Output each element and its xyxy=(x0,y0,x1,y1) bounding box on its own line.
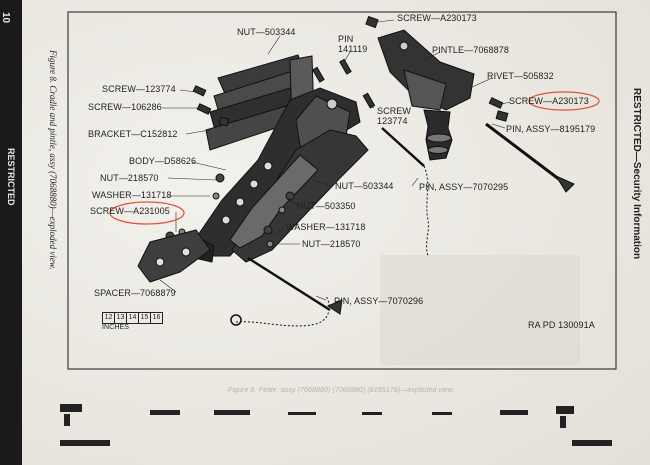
scale-ruler: 12 13 14 15 16 xyxy=(102,312,163,324)
ruler-cell: 15 xyxy=(139,313,151,323)
callout-pintle-7068878: PINTLE—7068878 xyxy=(432,45,509,55)
bleed-through-area xyxy=(380,255,580,365)
callout-bracket-c152812: BRACKET—C152812 xyxy=(88,129,178,139)
left-margin-restricted: RESTRICTED xyxy=(6,148,16,206)
callout-screw-123774-mid: SCREW 123774 xyxy=(377,106,411,126)
ruler-cell: 12 xyxy=(103,313,115,323)
document-page: NUT—503344 SCREW—A230173 PIN 141119 PINT… xyxy=(22,0,650,465)
callout-screw-123774-left: SCREW—123774 xyxy=(102,84,176,94)
drawing-frame xyxy=(67,11,617,370)
callout-screw-106286: SCREW—106286 xyxy=(88,102,162,112)
callout-nut-503344-mid: NUT—503344 xyxy=(335,181,394,191)
callout-spacer-7068879: SPACER—7068879 xyxy=(94,288,176,298)
callout-washer-131718-right: WASHER—131718 xyxy=(286,222,366,232)
callout-nut-503350: NUT—503350 xyxy=(297,201,356,211)
page-number: 10 xyxy=(0,12,11,24)
right-margin-restricted-heading: RESTRICTED—Security Information xyxy=(631,88,642,260)
ruler-unit-label: INCHES xyxy=(102,324,130,331)
callout-rivet-505832: RIVET—505832 xyxy=(487,71,554,81)
callout-nut-503344-top: NUT—503344 xyxy=(237,27,296,37)
red-annotation-circle-a231005 xyxy=(109,201,185,225)
callout-washer-131718-left: WASHER—131718 xyxy=(92,190,172,200)
pintle-part xyxy=(377,29,475,161)
callout-screw-a230173-circled: SCREW—A230173 xyxy=(509,96,589,106)
spacer-part xyxy=(137,229,211,283)
pin-assemblies xyxy=(230,122,575,327)
ruler-cell: 13 xyxy=(115,313,127,323)
small-hardware xyxy=(165,15,509,248)
ruler-cell: 16 xyxy=(152,314,161,321)
callout-nut-218570-left: NUT—218570 xyxy=(100,173,159,183)
callout-screw-a231005: SCREW—A231005 xyxy=(90,206,170,216)
callout-pin-assy-7070296: PIN, ASSY—7070296 xyxy=(334,296,424,306)
figure-caption: Figure 8. Cradle and pintle, assy (70688… xyxy=(48,50,58,270)
callout-body-d58626: BODY—D58626 xyxy=(129,156,197,166)
binder-holes xyxy=(60,404,612,446)
callout-pin-assy-8195179: PIN, ASSY—8195179 xyxy=(506,124,596,134)
callout-screw-a230173-top: SCREW—A230173 xyxy=(397,13,477,23)
callout-pin-assy-7070295: PIN, ASSY—7070295 xyxy=(419,182,509,192)
exploded-view-drawing xyxy=(60,11,617,446)
callout-nut-218570-right: NUT—218570 xyxy=(302,239,361,249)
faded-caption: Figure 8. Pintle, assy (7068880) (706888… xyxy=(228,387,455,394)
drawing-code: RA PD 130091A xyxy=(528,320,595,330)
callout-pin-141119: PIN 141119 xyxy=(338,34,368,54)
ruler-cell: 14 xyxy=(127,313,139,323)
leader-lines xyxy=(159,19,511,301)
red-annotation-circle-a230173 xyxy=(528,91,600,111)
